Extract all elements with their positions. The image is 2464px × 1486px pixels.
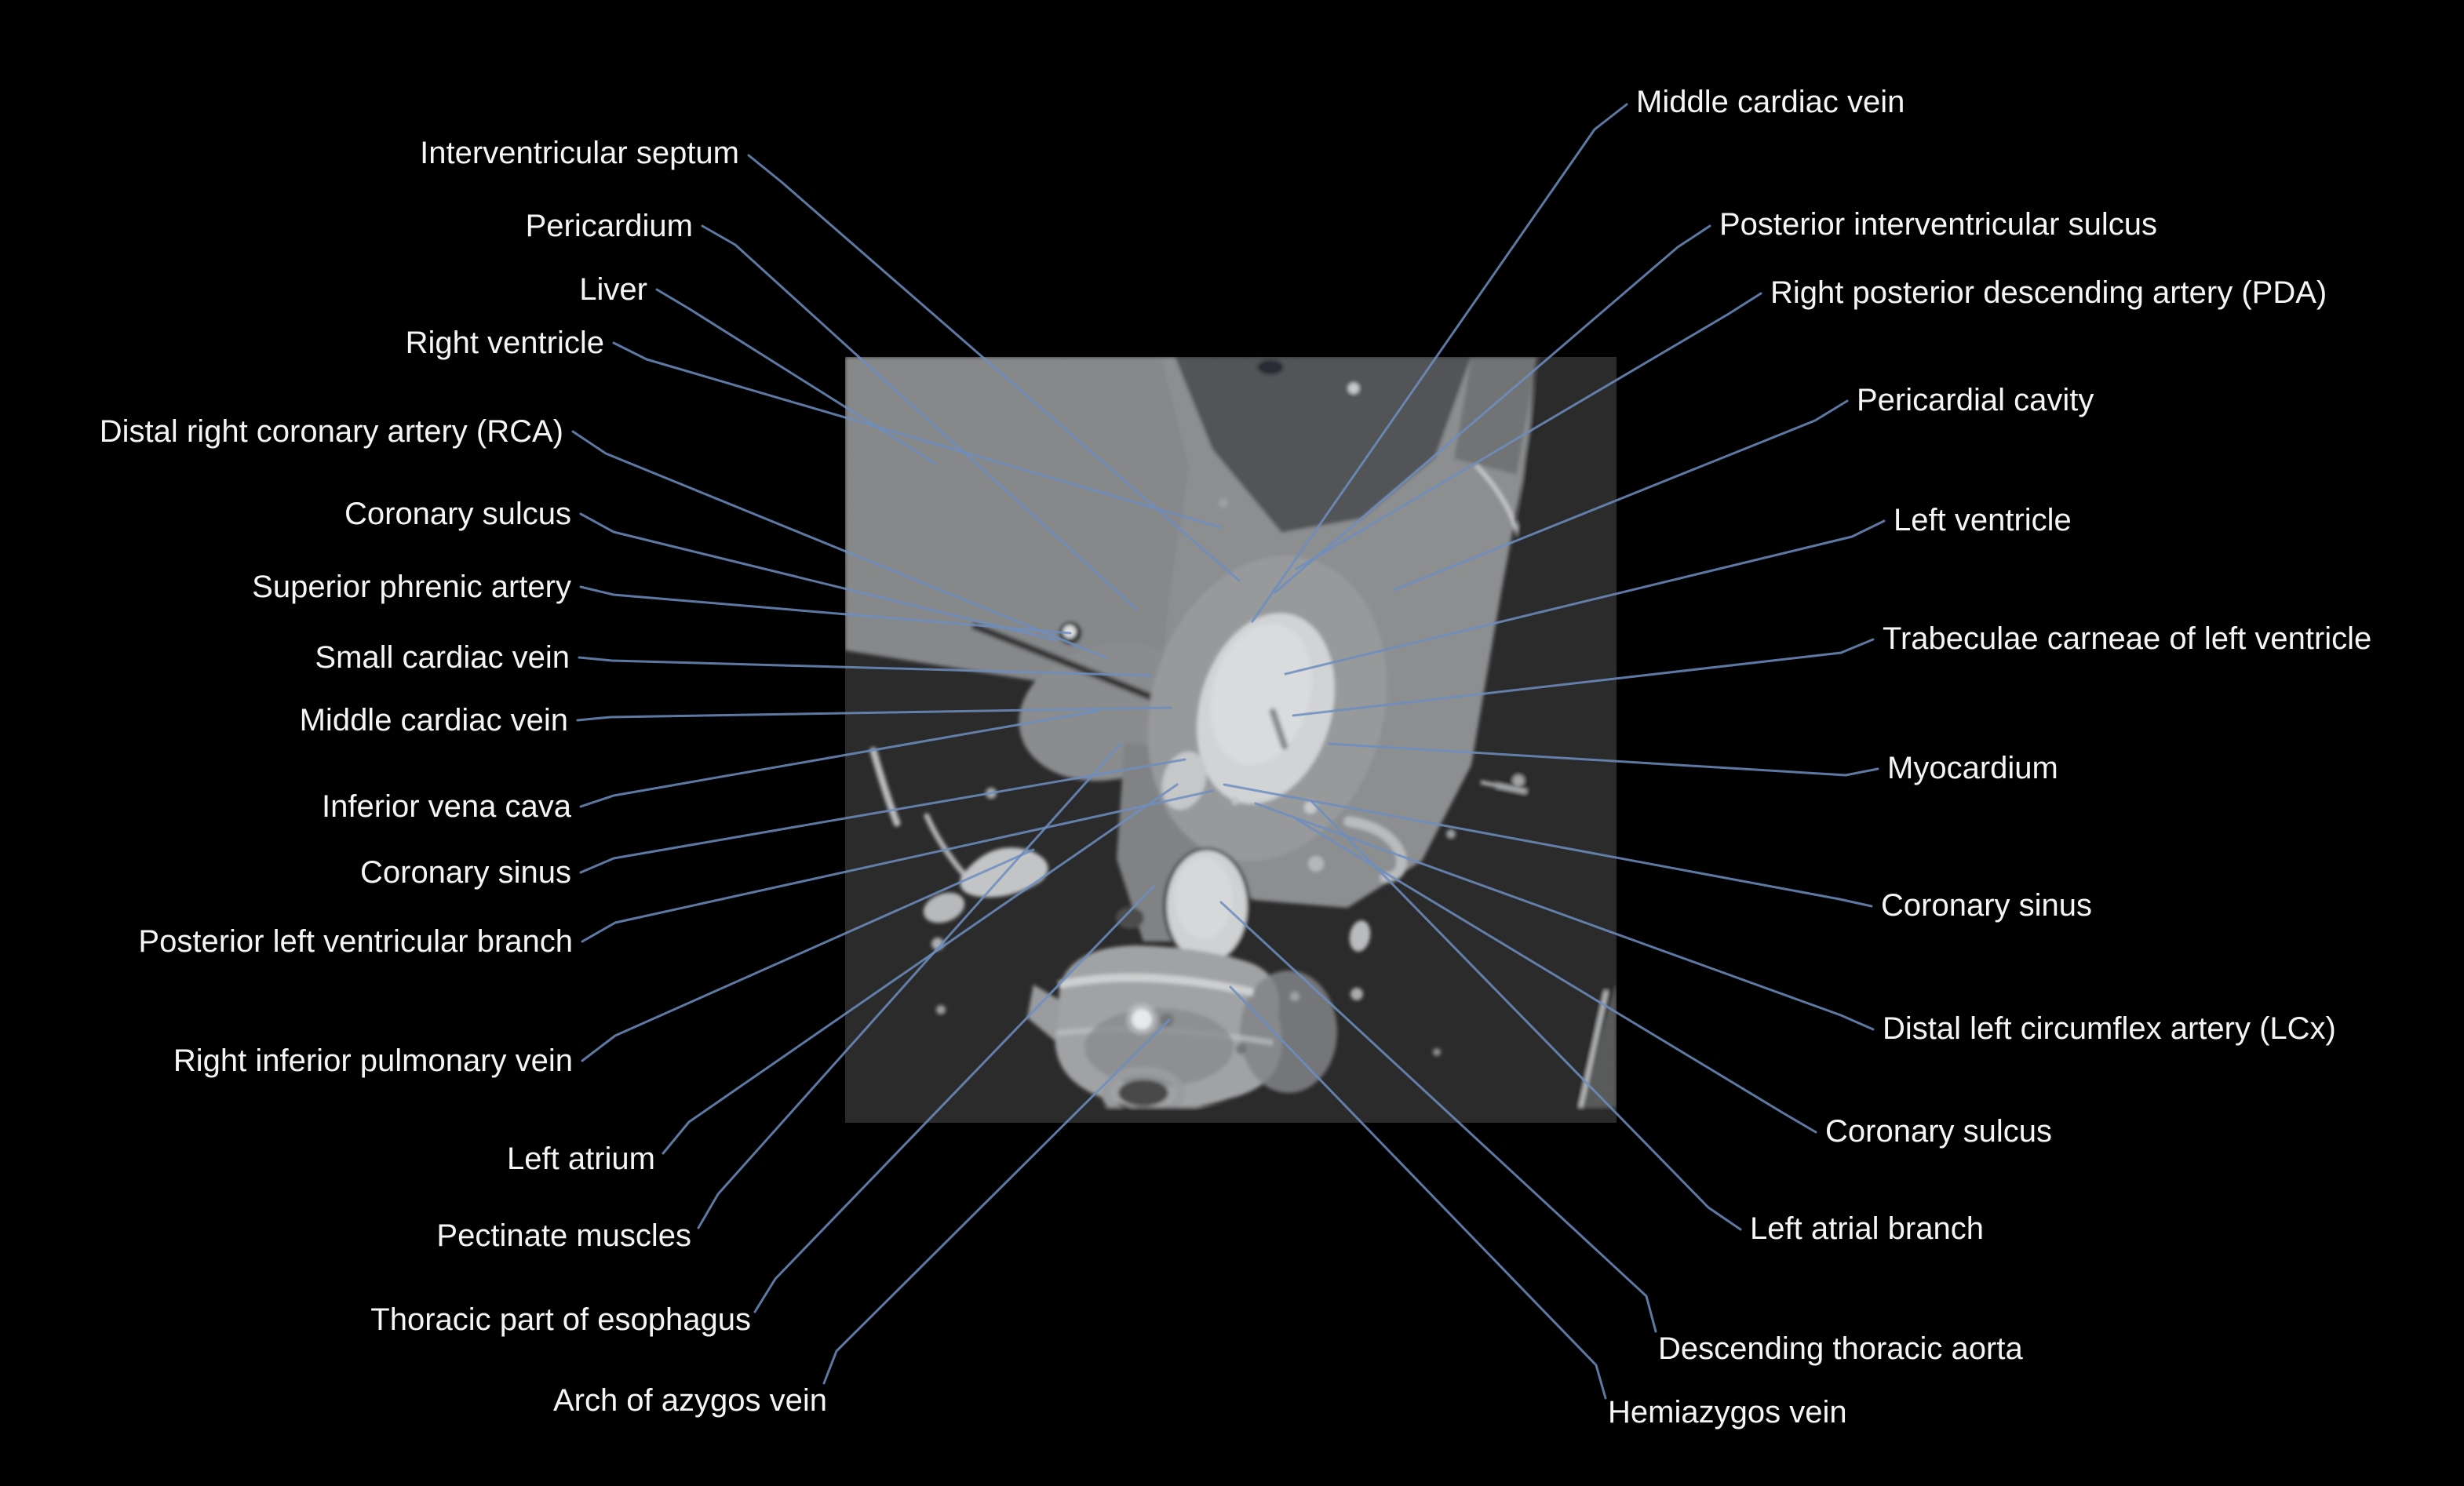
label-descending-thoracic-aorta: Descending thoracic aorta xyxy=(1658,1331,2023,1366)
label-liver: Liver xyxy=(579,272,647,307)
label-coronary-sinus-left: Coronary sinus xyxy=(359,855,571,890)
label-thoracic-part-of-esophagus: Thoracic part of esophagus xyxy=(370,1302,751,1337)
label-posterior-interventricular-sulcus: Posterior interventricular sulcus xyxy=(1719,207,2157,242)
label-right-inferior-pulmonary-vein: Right inferior pulmonary vein xyxy=(173,1043,573,1078)
label-inferior-vena-cava: Inferior vena cava xyxy=(322,789,571,824)
label-coronary-sulcus-left: Coronary sulcus xyxy=(344,497,571,531)
ct-noise-overlay xyxy=(845,357,1617,1123)
label-left-ventricle: Left ventricle xyxy=(1894,503,2072,537)
label-pericardial-cavity: Pericardial cavity xyxy=(1857,383,2094,417)
label-myocardium: Myocardium xyxy=(1887,751,2058,785)
ct-scan-image xyxy=(845,357,1617,1123)
label-hemiazygos-vein: Hemiazygos vein xyxy=(1608,1395,1847,1430)
label-superior-phrenic-artery: Superior phrenic artery xyxy=(252,570,571,604)
label-left-atrial-branch: Left atrial branch xyxy=(1750,1211,1984,1246)
label-posterior-left-ventricular-branch: Posterior left ventricular branch xyxy=(138,924,573,959)
label-small-cardiac-vein: Small cardiac vein xyxy=(315,640,570,675)
label-pectinate-muscles: Pectinate muscles xyxy=(436,1218,691,1253)
label-middle-cardiac-vein-left: Middle cardiac vein xyxy=(299,703,568,738)
label-arch-of-azygos-vein: Arch of azygos vein xyxy=(552,1383,827,1418)
label-left-atrium: Left atrium xyxy=(507,1142,655,1176)
label-middle-cardiac-vein-right: Middle cardiac vein xyxy=(1636,85,1905,119)
label-distal-left-circumflex-artery: Distal left circumflex artery (LCx) xyxy=(1883,1011,2336,1046)
label-interventricular-septum: Interventricular septum xyxy=(420,136,739,170)
label-right-posterior-descending-artery: Right posterior descending artery (PDA) xyxy=(1770,275,2327,310)
label-right-ventricle: Right ventricle xyxy=(405,326,604,360)
label-coronary-sinus-right: Coronary sinus xyxy=(1881,888,2093,923)
label-trabeculae-carneae: Trabeculae carneae of left ventricle xyxy=(1883,621,2372,656)
label-distal-right-coronary-artery: Distal right coronary artery (RCA) xyxy=(99,414,563,449)
label-pericardium: Pericardium xyxy=(525,209,693,243)
label-coronary-sulcus-right: Coronary sulcus xyxy=(1825,1114,2053,1149)
